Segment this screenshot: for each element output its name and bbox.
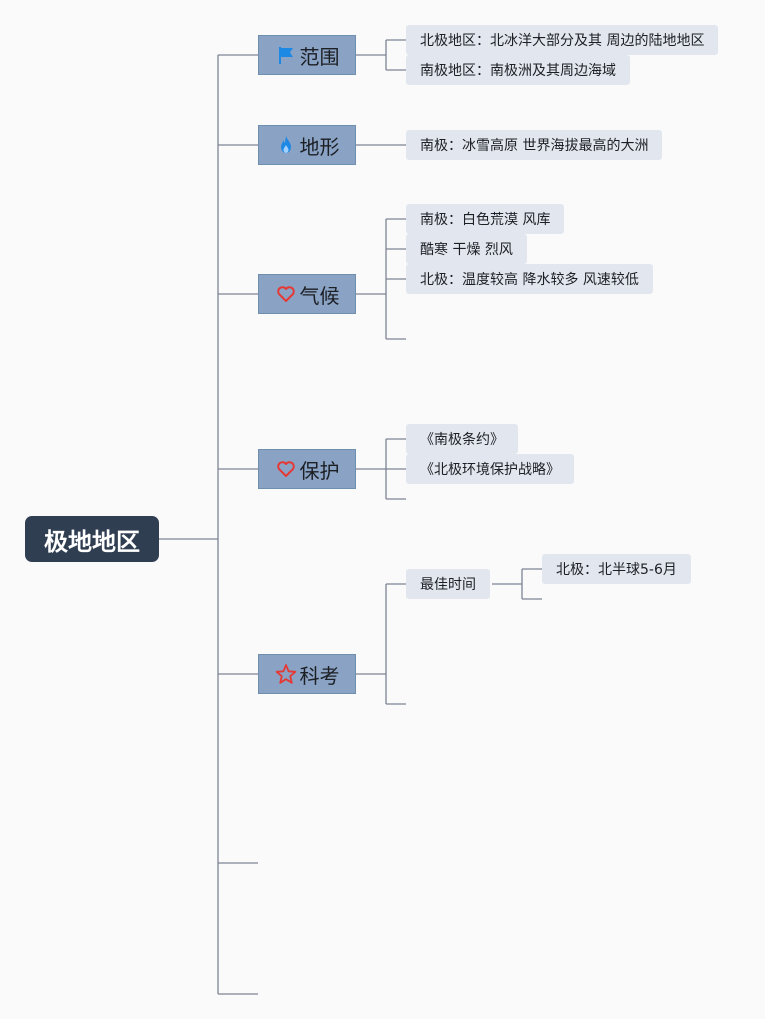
branch-scope[interactable]: 范围 <box>258 35 356 75</box>
leaf-climate-arctic[interactable]: 北极：温度较高 降水较多 风速较低 <box>406 264 653 294</box>
branch-label-scope: 范围 <box>299 44 340 69</box>
leaf-label: 南极：白色荒漠 风库 <box>420 212 551 228</box>
leaf-label: 南极地区：南极洲及其周边海域 <box>420 63 616 79</box>
leaf-label: 《北极环境保护战略》 <box>420 462 560 478</box>
heart-icon <box>275 458 297 480</box>
leaf-terrain-antarctic[interactable]: 南极：冰雪高原 世界海拔最高的大洲 <box>406 130 663 160</box>
leaf-protection-arctic-strategy[interactable]: 《北极环境保护战略》 <box>406 454 574 484</box>
branch-label-protection: 保护 <box>299 458 340 483</box>
leaf-research-best-time[interactable]: 最佳时间 <box>406 569 490 599</box>
leaf-climate-cold[interactable]: 酷寒 干燥 烈风 <box>406 234 527 264</box>
leaf-label: 最佳时间 <box>420 577 476 593</box>
leaf-label: 北极：北半球5-6月 <box>556 562 677 578</box>
leaf-label: 北极地区：北冰洋大部分及其 周边的陆地地区 <box>420 33 705 49</box>
leaf-research-arctic[interactable]: 北极：北半球5-6月 <box>542 554 691 584</box>
fire-icon <box>275 134 297 156</box>
branch-climate[interactable]: 气候 <box>258 274 356 314</box>
leaf-label: 南极：冰雪高原 世界海拔最高的大洲 <box>420 138 649 154</box>
heart-icon <box>275 283 297 305</box>
flag-icon <box>275 44 297 66</box>
branch-label-terrain: 地形 <box>299 134 340 159</box>
branch-research[interactable]: 科考 <box>258 654 356 694</box>
leaf-climate-antarctic[interactable]: 南极：白色荒漠 风库 <box>406 204 565 234</box>
branch-label-research: 科考 <box>299 663 340 688</box>
leaf-label: 酷寒 干燥 烈风 <box>420 242 513 258</box>
star-icon <box>275 663 297 685</box>
root-label: 极地地区 <box>44 527 140 556</box>
branch-terrain[interactable]: 地形 <box>258 125 356 165</box>
leaf-label: 《南极条约》 <box>420 432 504 448</box>
root-node[interactable]: 极地地区 <box>25 516 159 562</box>
leaf-scope-antarctic[interactable]: 南极地区：南极洲及其周边海域 <box>406 55 630 85</box>
leaf-scope-arctic[interactable]: 北极地区：北冰洋大部分及其 周边的陆地地区 <box>406 25 719 55</box>
branch-label-climate: 气候 <box>299 283 340 308</box>
leaf-label: 北极：温度较高 降水较多 风速较低 <box>420 272 639 288</box>
branch-protection[interactable]: 保护 <box>258 449 356 489</box>
leaf-protection-antarctic-treaty[interactable]: 《南极条约》 <box>406 424 518 454</box>
